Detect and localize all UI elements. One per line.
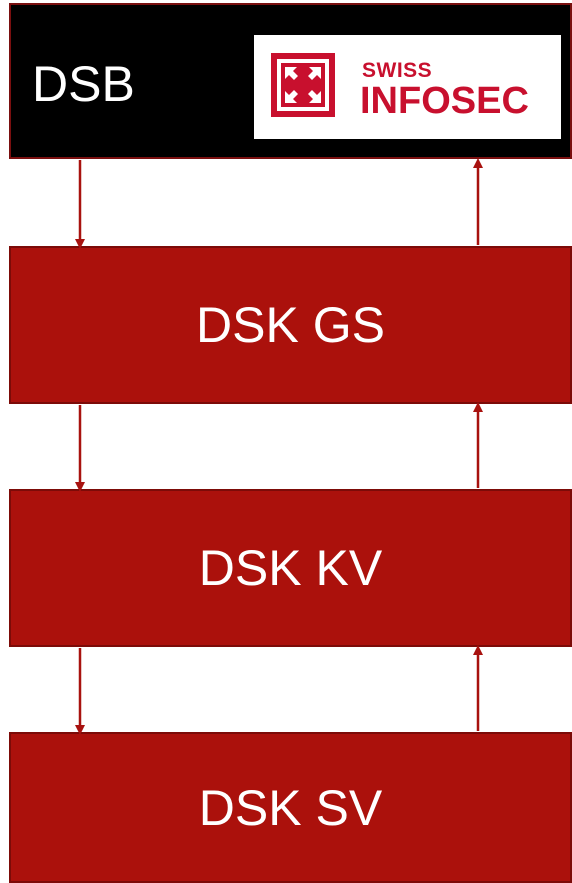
- dsb-label: DSB: [32, 56, 135, 112]
- dsk-gs-box: DSK GS: [9, 246, 572, 404]
- dsk-kv-box: DSK KV: [9, 489, 572, 647]
- dsb-box: DSB SWISS INFOSEC: [9, 3, 572, 159]
- logo-text-swiss: SWISS: [362, 59, 433, 82]
- logo-text-infosec: INFOSEC: [360, 80, 529, 122]
- swiss-infosec-logo-mark-icon: [271, 53, 335, 117]
- dsk-sv-label: DSK SV: [198, 779, 383, 836]
- dsk-sv-box: DSK SV: [9, 732, 572, 883]
- swiss-infosec-logo: SWISS INFOSEC: [254, 35, 561, 139]
- dsk-gs-label: DSK GS: [196, 297, 385, 353]
- dsk-kv-label: DSK KV: [198, 540, 383, 596]
